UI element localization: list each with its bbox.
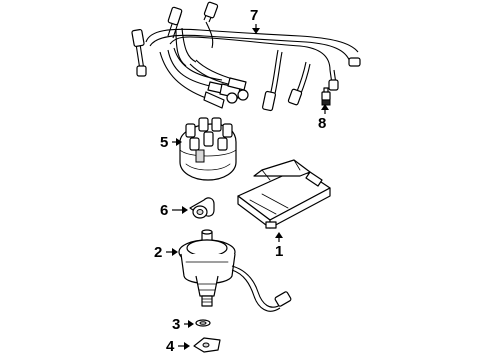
distributor-assembly bbox=[178, 229, 292, 312]
callout-7: 7 bbox=[250, 7, 260, 34]
washer bbox=[195, 319, 211, 327]
callout-8: 8 bbox=[318, 104, 329, 132]
spark-plug bbox=[321, 87, 331, 106]
ignition-module bbox=[237, 159, 331, 229]
callout-label: 1 bbox=[275, 243, 283, 260]
callout-2: 2 bbox=[154, 244, 178, 261]
rotor bbox=[189, 197, 215, 219]
callout-label: 3 bbox=[172, 316, 180, 333]
distributor-cap bbox=[179, 117, 237, 181]
hold-down-clamp bbox=[193, 337, 221, 353]
callout-label: 5 bbox=[160, 134, 168, 151]
callout-4: 4 bbox=[166, 338, 190, 355]
callout-1: 1 bbox=[275, 232, 283, 260]
callout-label: 7 bbox=[250, 7, 258, 24]
callout-5: 5 bbox=[160, 134, 182, 151]
callout-label: 4 bbox=[166, 338, 175, 355]
callout-label: 8 bbox=[318, 115, 326, 132]
callout-label: 2 bbox=[154, 244, 162, 261]
spark-plug-wire-set bbox=[131, 1, 361, 112]
callout-6: 6 bbox=[160, 202, 188, 219]
callout-label: 6 bbox=[160, 202, 168, 219]
callout-3: 3 bbox=[172, 316, 194, 333]
